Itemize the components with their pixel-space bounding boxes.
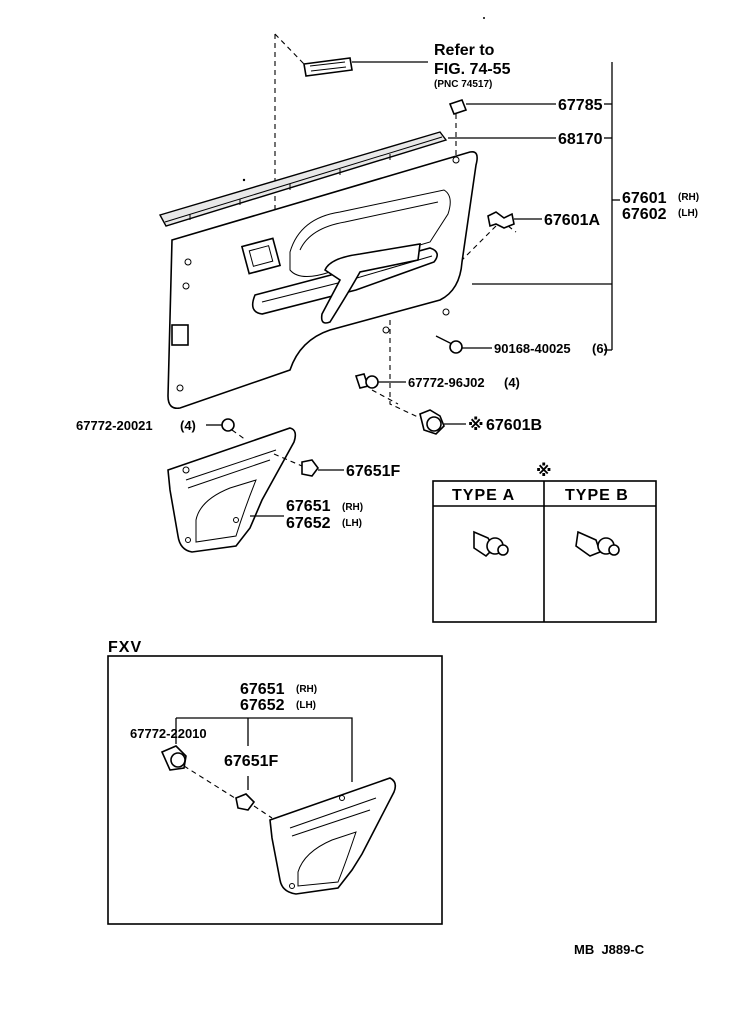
quarter-trim-67651 — [167, 427, 297, 553]
part-67772-96J02: 67772-96J02 — [408, 375, 485, 390]
part-67651F: 67651F — [346, 463, 400, 480]
screw-90168 — [435, 335, 492, 354]
fxv-clip-67772-22010 — [160, 745, 239, 801]
part-67601A: 67601A — [544, 212, 600, 229]
type-b-header: TYPE B — [565, 487, 629, 504]
part-67772-20021-qty: (4) — [180, 418, 196, 433]
clip-67772-20021 — [206, 418, 247, 441]
type-a-clip — [473, 530, 509, 558]
diagram-code: MB J889-C — [574, 942, 645, 957]
fxv-title: FXV — [108, 639, 142, 656]
fxv-part-67651F: 67651F — [224, 753, 278, 770]
type-a-header: TYPE A — [452, 487, 515, 504]
clip-67601A — [461, 211, 542, 261]
clip-67785 — [448, 99, 556, 158]
fxv-part-67651: 67651 — [240, 681, 285, 698]
type-table-mark: ※ — [536, 462, 552, 480]
part-67602: 67602 — [622, 206, 667, 223]
type-b-clip — [575, 530, 620, 557]
fxv-part-67652-side: (LH) — [296, 700, 316, 711]
part-67785: 67785 — [558, 97, 603, 114]
clip-67601B — [419, 409, 466, 435]
fxv-clip-67651F — [235, 776, 273, 819]
clip-67772-96J02 — [354, 373, 406, 389]
part-67651-side: (RH) — [342, 502, 363, 513]
fxv-part-67652: 67652 — [240, 697, 285, 714]
part-67652-side: (LH) — [342, 518, 362, 529]
clip-67651F — [273, 453, 344, 477]
part-90168-qty: (6) — [592, 341, 608, 356]
part-67602-side: (LH) — [678, 208, 698, 219]
fxv-box — [107, 655, 443, 925]
note-mark-67601B: ※ — [468, 416, 484, 434]
refer-line-3: (PNC 74517) — [434, 79, 492, 90]
type-table — [432, 480, 657, 623]
part-68170: 68170 — [558, 131, 603, 148]
part-67772-20021: 67772-20021 — [76, 418, 153, 433]
part-67652: 67652 — [286, 515, 331, 532]
part-67772-96J02-qty: (4) — [504, 375, 520, 390]
fxv-part-67772-22010: 67772-22010 — [130, 726, 207, 741]
part-67601: 67601 — [622, 190, 667, 207]
label-plate — [303, 57, 428, 77]
fxv-quarter-trim — [269, 777, 397, 895]
part-67601-side: (RH) — [678, 192, 699, 203]
part-67651: 67651 — [286, 498, 331, 515]
fxv-part-67651-side: (RH) — [296, 684, 317, 695]
door-trim-panel — [158, 131, 478, 410]
part-90168: 90168-40025 — [494, 341, 571, 356]
refer-line-1: Refer to — [434, 42, 495, 59]
part-67601B: 67601B — [486, 417, 542, 434]
refer-line-2: FIG. 74-55 — [434, 61, 511, 78]
